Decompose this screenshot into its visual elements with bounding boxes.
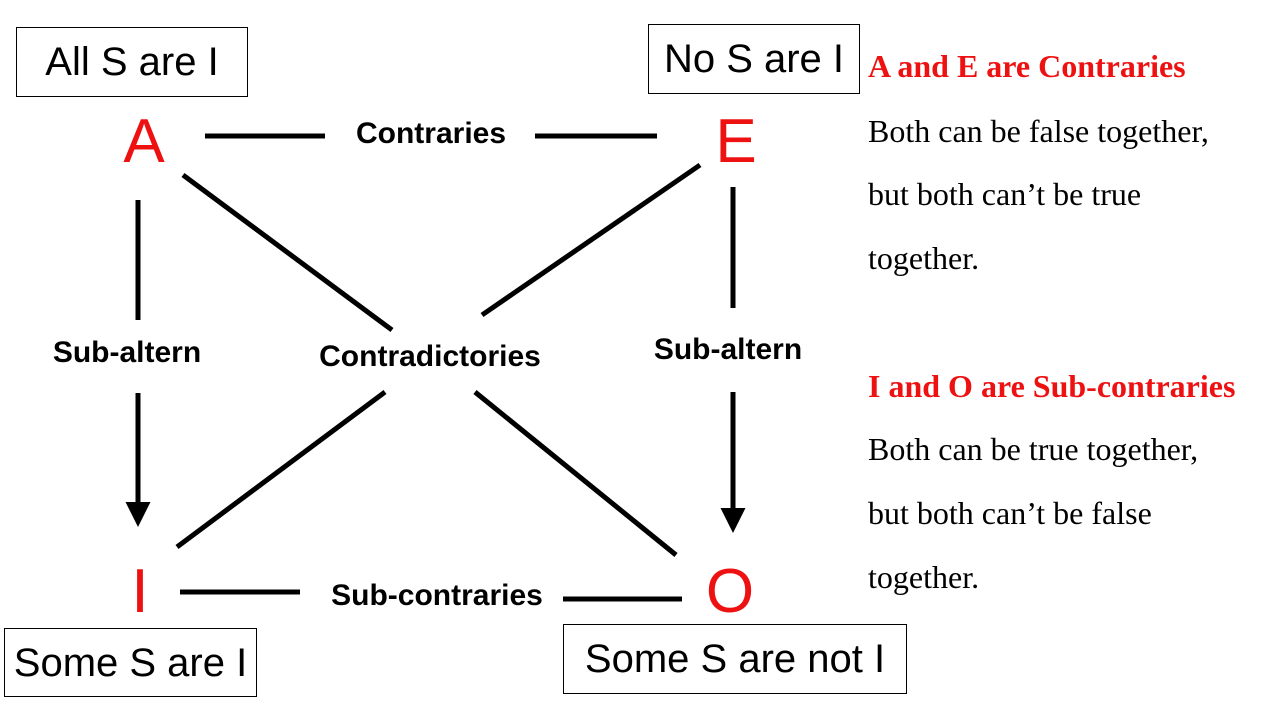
- contradictories-label: Contradictories: [319, 340, 541, 373]
- contraries-note-title: A and E are Contraries: [868, 48, 1186, 84]
- sub-altern-left-label: Sub-altern: [52, 336, 202, 369]
- proposition-box-e: No S are I: [648, 24, 860, 94]
- contradictories-line-e: [480, 162, 702, 318]
- sub-contraries-note-line: but both can’t be false: [868, 495, 1152, 531]
- corner-letter-e: E: [715, 107, 757, 176]
- sub-contraries-label: Sub-contraries: [331, 579, 543, 612]
- contradictories-line-i: [175, 389, 387, 550]
- contradictories-line-a: [181, 172, 394, 333]
- contraries-note-line: Both can be false together,: [868, 113, 1209, 149]
- proposition-box-a: All S are I: [16, 27, 248, 97]
- sub-contraries-note-line: together.: [868, 559, 980, 595]
- corner-letter-i: I: [131, 557, 149, 626]
- contraries-note-line: together.: [868, 240, 980, 276]
- corner-letter-a: A: [123, 107, 165, 176]
- sub-contraries-note-title: I and O are Sub-contraries: [868, 368, 1236, 404]
- sub-altern-right-label: Sub-altern: [653, 333, 803, 366]
- contraries-note-line: but both can’t be true: [868, 176, 1142, 212]
- proposition-box-i: Some S are I: [4, 628, 257, 697]
- sub-contraries-note-line: Both can be true together,: [868, 431, 1199, 467]
- contraries-label: Contraries: [355, 117, 507, 150]
- proposition-box-o: Some S are not I: [563, 624, 907, 694]
- corner-letter-o: O: [705, 557, 755, 626]
- contradictories-line-o: [473, 390, 678, 557]
